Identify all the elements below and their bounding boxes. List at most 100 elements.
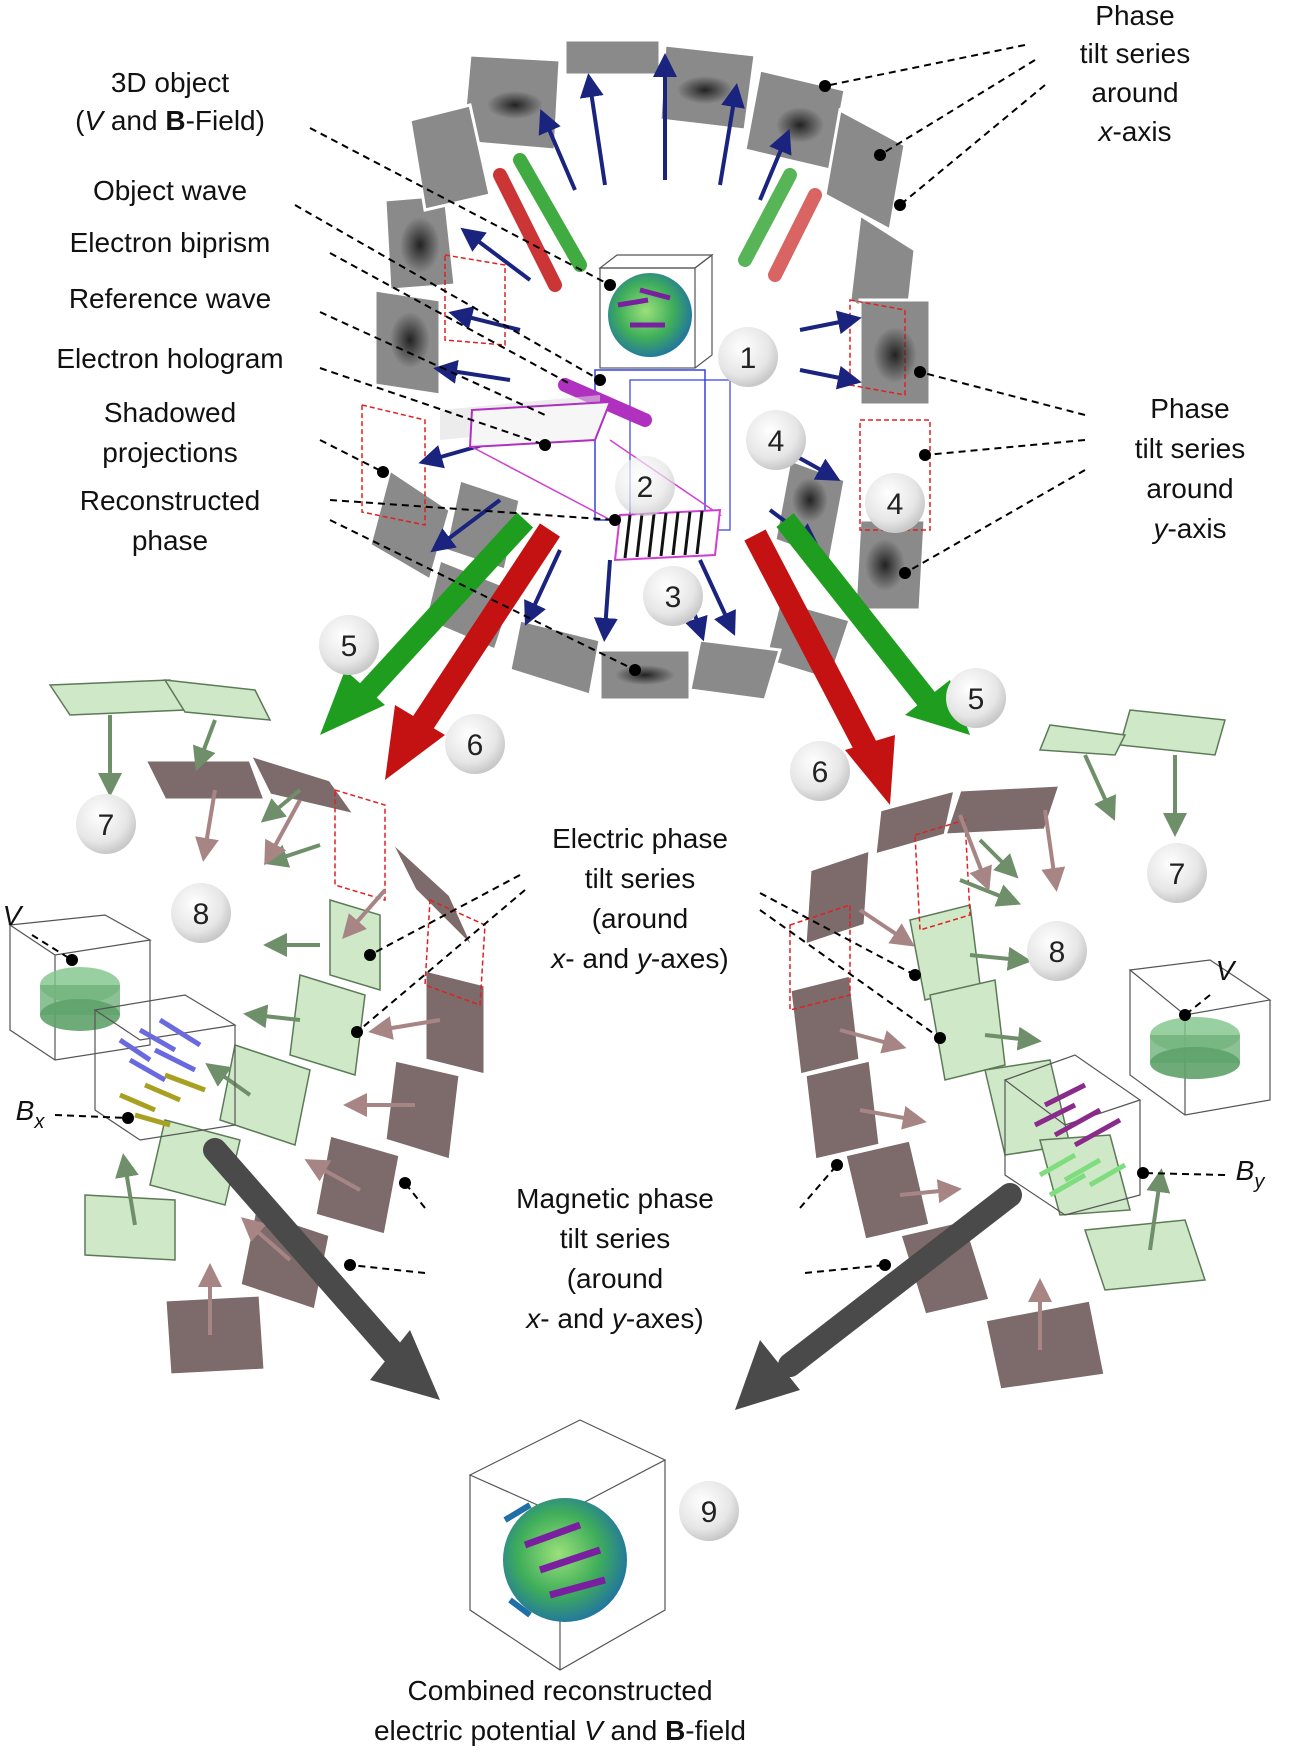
- label-electric-2: tilt series: [585, 863, 695, 894]
- cube-edge: [694, 253, 713, 369]
- magnetic-split-arrow-left: [404, 523, 561, 742]
- step-6a: 6: [445, 714, 505, 774]
- label-reconstructed-2: phase: [132, 525, 208, 556]
- combined-field-arrows-blue: [503, 1502, 532, 1618]
- projection-blob: [865, 539, 905, 591]
- label-3d-object-fields: (V and B-Field): [75, 105, 265, 136]
- step-4b: 4: [865, 473, 925, 533]
- label-phase-x-1: Phase: [1095, 0, 1174, 31]
- label-magnetic-3: (around: [567, 1263, 664, 1294]
- step-8a: 8: [171, 883, 231, 943]
- label-phase-y-4: y-axis: [1151, 513, 1226, 544]
- magnetic-split-arrow-right: [744, 529, 881, 761]
- electric-arrow: [260, 788, 302, 823]
- holography-apparatus: [440, 253, 731, 562]
- step-5a: 5: [319, 615, 379, 675]
- right-magnetic-arrows: [839, 809, 1066, 1350]
- magnetic-arrow: [899, 1179, 962, 1204]
- shadowed-projection-outline: [444, 254, 506, 346]
- magnetic-tile: [142, 758, 268, 802]
- label-reconstructed-1: Reconstructed: [80, 485, 261, 516]
- step-4a: 4: [746, 410, 806, 470]
- left-V-cube: [8, 914, 152, 1061]
- electric-tile: [289, 974, 366, 1076]
- projection-direction-arrow: [524, 549, 562, 626]
- magnetic-tile: [163, 1293, 267, 1377]
- label-3d-object: 3D object: [111, 67, 230, 98]
- label-Bx: Bx: [16, 1095, 46, 1133]
- label-phase-y-3: around: [1146, 473, 1233, 504]
- magnetic-tile: [803, 847, 872, 948]
- magnetic-arrow: [195, 789, 219, 862]
- combine-arrow-right: [778, 1183, 1022, 1377]
- label-V-right: V: [1216, 955, 1237, 986]
- magnetic-tile: [388, 838, 477, 952]
- magnetic-tile: [247, 752, 359, 818]
- green-tilt-axis-rod: [738, 168, 797, 267]
- right-red-outlines: [789, 819, 971, 1011]
- projection-blob: [792, 478, 828, 522]
- red-tilt-axis-rod: [768, 188, 822, 282]
- magnetic-arrow: [304, 1159, 361, 1192]
- left-magnetic-arrows: [195, 789, 441, 1335]
- right-tilt-arc: [735, 709, 1272, 1410]
- projection-direction-arrow: [448, 306, 521, 332]
- step-7b: 7: [1147, 843, 1207, 903]
- magnetic-tile: [423, 968, 487, 1077]
- electric-tile: [1083, 1219, 1207, 1291]
- magnetic-tile: [313, 1133, 402, 1237]
- electric-arrow: [192, 719, 217, 772]
- electric-tile: [929, 979, 1006, 1081]
- cube-edge: [1128, 959, 1272, 1016]
- magnetic-field-arrows: [617, 287, 671, 328]
- ring-tile: [563, 38, 662, 77]
- projection-direction-arrow: [758, 128, 792, 201]
- magnetic-split-arrowhead-left: [385, 705, 445, 780]
- ring-tile: [508, 618, 602, 697]
- left-electric-tiles: [48, 679, 381, 1261]
- step-9: 9: [679, 1481, 739, 1541]
- projection-direction-arrow: [698, 559, 736, 636]
- ring-tile: [823, 107, 907, 233]
- electric-arrow: [263, 843, 321, 868]
- cube-edge: [8, 914, 152, 956]
- combine-arrowhead-left: [370, 1330, 440, 1400]
- combine-arrowhead-right: [735, 1340, 800, 1410]
- magnetic-arrow: [839, 1028, 907, 1054]
- svg-text:3: 3: [665, 581, 682, 614]
- label-phase-y-2: tilt series: [1135, 433, 1245, 464]
- projection-direction-arrow: [430, 498, 502, 553]
- projection-blob: [400, 217, 440, 273]
- ring-tile: [368, 467, 452, 583]
- step-3: 3: [643, 566, 703, 626]
- magnetic-tile: [803, 1058, 882, 1162]
- projection-direction-arrow: [433, 359, 511, 384]
- electric-tile: [1119, 709, 1226, 756]
- ring-tile-blobs: [390, 76, 917, 685]
- svg-text:7: 7: [98, 809, 115, 842]
- label-combined-2: electric potential V and B-field: [374, 1715, 746, 1746]
- magnetic-arrow: [858, 908, 915, 947]
- svg-text:4: 4: [768, 425, 785, 458]
- shadowed-projection-outline: [424, 898, 486, 1007]
- magnetic-tile: [898, 1218, 992, 1317]
- shadowed-projection-outline: [361, 404, 426, 526]
- electric-arrow: [115, 1153, 139, 1226]
- right-magnetic-tiles: [788, 783, 1107, 1392]
- projection-blob: [873, 327, 917, 383]
- electron-hologram-plate: [468, 400, 612, 449]
- red-outline-tiles: [361, 254, 931, 531]
- electric-split-arrow-right: [776, 513, 944, 717]
- magnetic-tile: [983, 1298, 1107, 1392]
- split-arrows: [320, 512, 970, 805]
- text-labels: 3D object (V and B-Field) Object wave El…: [3, 0, 1266, 1746]
- electric-tile: [1038, 724, 1127, 756]
- projection-direction-arrow: [799, 365, 862, 390]
- combined-field-arrows: [523, 1521, 606, 1599]
- svg-text:4: 4: [887, 488, 904, 521]
- magnetic-arrow: [240, 1217, 292, 1262]
- step-markers: 1 2 3 4 4 5 5 6 6 7 7 8 8 9: [76, 327, 1207, 1541]
- tilt-axis-rods-top: [493, 153, 822, 292]
- projection-direction-arrow: [460, 227, 532, 282]
- step-2: 2: [615, 456, 675, 516]
